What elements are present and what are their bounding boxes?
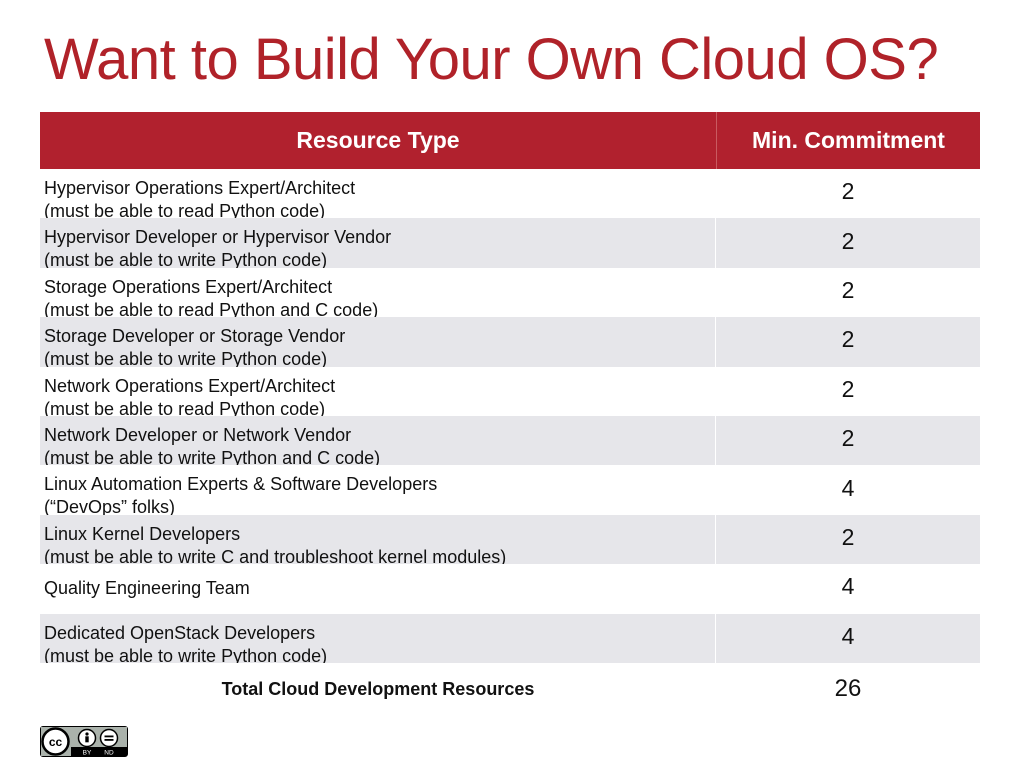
commitment-value: 2	[841, 425, 855, 452]
table-row: Hypervisor Operations Expert/Architect (…	[40, 169, 980, 219]
commitment-value: 2	[841, 326, 855, 353]
resource-cell: Storage Operations Expert/Architect (mus…	[40, 267, 716, 318]
commitment-value: 2	[841, 375, 855, 402]
resource-note: (must be able to read Python code)	[44, 398, 326, 416]
table-row: Quality Engineering Team 4	[40, 564, 980, 614]
commitment-value: 4	[841, 622, 855, 649]
resource-name: Quality Engineering Team	[44, 578, 250, 599]
table-header: Resource Type Min. Commitment	[40, 112, 980, 169]
svg-text:cc: cc	[49, 735, 63, 749]
table-row: Network Operations Expert/Architect (mus…	[40, 366, 980, 416]
resource-name: Hypervisor Developer or Hypervisor Vendo…	[44, 227, 392, 248]
header-min-commitment: Min. Commitment	[752, 127, 945, 153]
commitment-value: 2	[841, 276, 855, 303]
resource-note: (“DevOps” folks)	[44, 497, 176, 515]
resource-cell: Dedicated OpenStack Developers (must be …	[40, 613, 716, 663]
resource-table: Resource Type Min. Commitment Hypervisor…	[40, 112, 980, 663]
license-badge-graphic: cc BY ND	[41, 727, 127, 756]
slide-title: Want to Build Your Own Cloud OS?	[44, 27, 939, 92]
resource-note: (must be able to write Python code)	[44, 349, 328, 367]
resource-note: (must be able to write Python and C code…	[44, 447, 381, 466]
resource-cell: Hypervisor Developer or Hypervisor Vendo…	[40, 218, 716, 268]
resource-cell: Linux Automation Experts & Software Deve…	[40, 465, 716, 515]
svg-text:ND: ND	[104, 750, 114, 757]
resource-name: Hypervisor Operations Expert/Architect	[44, 178, 356, 198]
table-row: Hypervisor Developer or Hypervisor Vendo…	[40, 218, 980, 268]
resource-cell: Network Developer or Network Vendor (mus…	[40, 415, 716, 466]
resource-cell: Linux Kernel Developers (must be able to…	[40, 514, 716, 565]
resource-name: Linux Automation Experts & Software Deve…	[44, 474, 438, 495]
resource-cell: Hypervisor Operations Expert/Architect (…	[40, 169, 716, 219]
resource-note: (must be able to write C and troubleshoo…	[44, 546, 507, 565]
resource-note: (must be able to write Python code)	[44, 645, 328, 663]
cc-by-nd-icon: cc BY ND	[40, 726, 128, 757]
resource-name: Storage Operations Expert/Architect	[44, 276, 333, 297]
resource-name: Network Operations Expert/Architect	[44, 375, 336, 396]
table-row: Linux Automation Experts & Software Deve…	[40, 465, 980, 515]
table-row: Linux Kernel Developers (must be able to…	[40, 514, 980, 565]
resource-note: (must be able to write Python code)	[44, 250, 328, 268]
svg-text:BY: BY	[83, 750, 92, 757]
nd-icon	[99, 728, 119, 748]
commitment-value: 2	[841, 178, 855, 205]
commitment-value: 4	[841, 474, 855, 501]
resource-name: Dedicated OpenStack Developers	[44, 622, 316, 643]
resource-note: (must be able to read Python code)	[44, 201, 326, 219]
commitment-value: 2	[841, 523, 855, 550]
table-row: Dedicated OpenStack Developers (must be …	[40, 613, 980, 663]
commitment-value: 2	[841, 227, 855, 254]
table-row: Storage Operations Expert/Architect (mus…	[40, 267, 980, 318]
resource-cell: Network Operations Expert/Architect (mus…	[40, 366, 716, 416]
resource-note: (must be able to read Python and C code)	[44, 299, 379, 318]
total-row: Total Cloud Development Resources 26	[40, 666, 980, 712]
total-value: 26	[834, 675, 862, 702]
resource-name: Network Developer or Network Vendor	[44, 424, 352, 445]
table-row: Network Developer or Network Vendor (mus…	[40, 415, 980, 466]
resource-name: Storage Developer or Storage Vendor	[44, 326, 346, 347]
resource-cell: Quality Engineering Team	[40, 564, 716, 614]
table-row: Storage Developer or Storage Vendor (mus…	[40, 317, 980, 367]
commitment-value: 4	[841, 573, 855, 600]
total-label: Total Cloud Development Resources	[221, 678, 535, 699]
resource-cell: Storage Developer or Storage Vendor (mus…	[40, 317, 716, 367]
header-resource-type: Resource Type	[40, 112, 717, 169]
resource-name: Linux Kernel Developers	[44, 523, 241, 544]
